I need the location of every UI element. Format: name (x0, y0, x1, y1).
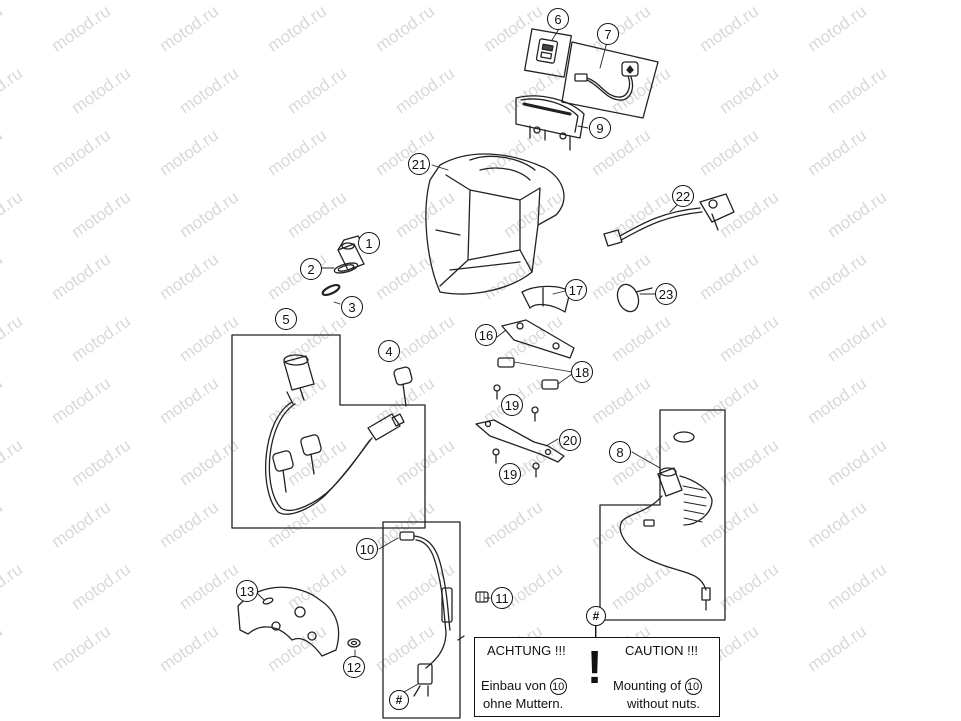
callout-12: 12 (343, 656, 365, 678)
group-box-5 (231, 334, 426, 529)
callout-2: 2 (300, 258, 322, 280)
part-19-screw-d (532, 462, 540, 478)
callout-13: 13 (236, 580, 258, 602)
hash-marker-caution: # (586, 606, 606, 626)
part-4-key (393, 366, 413, 407)
caution-ref-de: 10 (549, 678, 567, 696)
callout-9: 9 (589, 117, 611, 139)
part-7-harness (574, 61, 639, 101)
callout-16: 16 (475, 324, 497, 346)
callout-3: 3 (341, 296, 363, 318)
part-3-ring (321, 283, 341, 297)
callout-1: 1 (358, 232, 380, 254)
callout-18: 18 (571, 361, 593, 383)
part-13-frame (237, 586, 340, 657)
part-23-cable-tie (616, 283, 653, 313)
callout-20: 20 (559, 429, 581, 451)
caution-connector (595, 626, 597, 638)
callout-17: 17 (565, 279, 587, 301)
part-18-rubber-a (497, 357, 515, 368)
caution-text-de: Einbau von (481, 678, 547, 693)
caution-text-en-line1: Mounting of 10 (613, 678, 702, 696)
caution-ref-en: 10 (684, 678, 702, 696)
callout-21: 21 (408, 153, 430, 175)
part-22-sensor (603, 193, 735, 247)
caution-text-en-line2: without nuts. (627, 696, 700, 711)
group-box-7 (561, 41, 659, 119)
part-21-headlight-mask (425, 153, 565, 295)
caution-title-de: ACHTUNG !!! (487, 643, 566, 658)
hash-marker-cable: # (389, 690, 409, 710)
leader-lines (255, 28, 683, 693)
part-12-nut (347, 638, 361, 648)
callout-6: 6 (547, 8, 569, 30)
part-17-cover (521, 285, 571, 313)
part-10-cable (399, 531, 465, 697)
part-2-ring (333, 262, 359, 274)
callout-7: 7 (597, 23, 619, 45)
callout-10: 10 (356, 538, 378, 560)
part-18-rubber-b (541, 379, 559, 390)
group-box-6 (524, 28, 572, 78)
callout-22: 22 (672, 185, 694, 207)
part-5-key-a (272, 450, 294, 493)
part-8-coil-cable (619, 431, 713, 611)
caution-exclamation: ! (587, 641, 603, 693)
caution-text-en: Mounting of (613, 678, 681, 693)
callout-19a: 19 (501, 394, 523, 416)
caution-text-de-line2: ohne Muttern. (483, 696, 564, 711)
caution-text-de-line1: Einbau von 10 (481, 678, 567, 696)
part-19-screw-c (492, 448, 500, 464)
callout-8: 8 (609, 441, 631, 463)
part-20-bracket (475, 419, 565, 463)
caution-box: ACHTUNG !!! CAUTION !!! ! Einbau von 10 … (474, 637, 720, 717)
part-5-key-b (300, 434, 322, 475)
part-11-connector (475, 591, 489, 603)
part-9-dashboard (515, 95, 585, 151)
part-19-screw-a (493, 384, 501, 400)
callout-5: 5 (275, 308, 297, 330)
callout-23: 23 (655, 283, 677, 305)
callout-19b: 19 (499, 463, 521, 485)
group-box-10 (382, 521, 461, 719)
part-5-ignition-lock (264, 354, 405, 515)
part-16-bracket (501, 319, 575, 359)
part-6-switch (535, 38, 559, 64)
part-19-screw-b (531, 406, 539, 422)
caution-title-en: CAUTION !!! (625, 643, 698, 658)
callout-4: 4 (378, 340, 400, 362)
callout-11: 11 (491, 587, 513, 609)
